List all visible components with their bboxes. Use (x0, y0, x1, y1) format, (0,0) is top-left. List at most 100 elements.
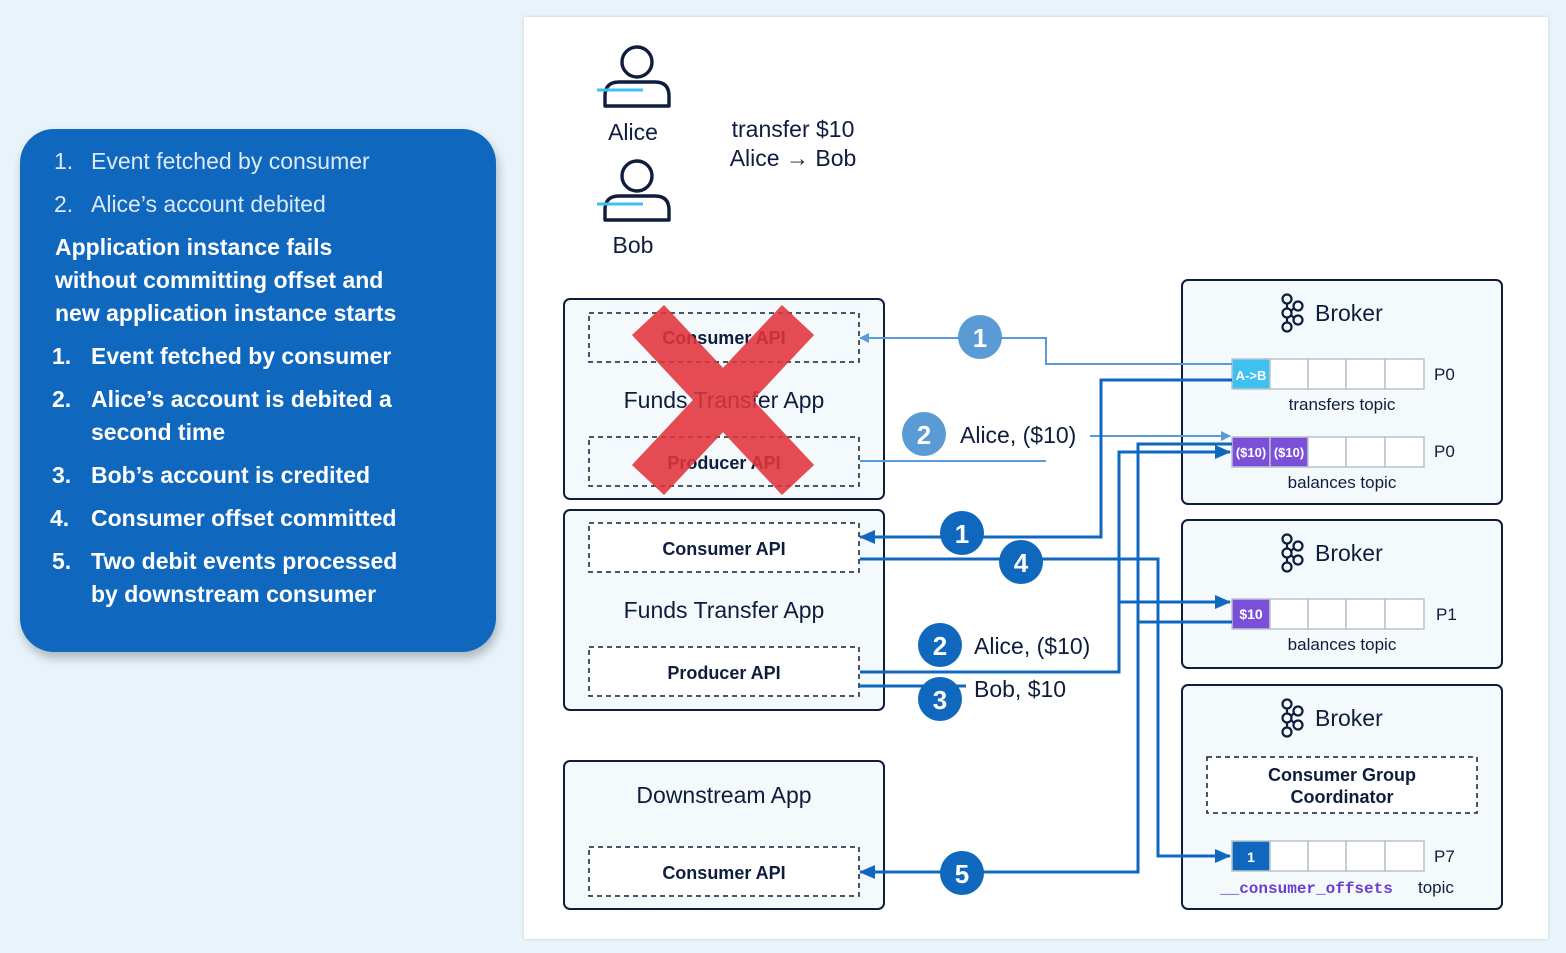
failure-line: without committing offset and (55, 267, 384, 293)
step-badge-active-4: 4 (999, 540, 1043, 584)
balances-topic-log-p0: ($10) ($10) P0 balances topic (1231, 436, 1455, 492)
post-step-5: 5. Two debit events processed by downstr… (52, 545, 397, 607)
failed-fetch-arrow (859, 333, 1232, 365)
log-cell-value: ($10) (1236, 445, 1266, 460)
bob-label: Bob (613, 232, 654, 258)
log-cell (1307, 598, 1347, 630)
active-app-name: Funds Transfer App (624, 597, 825, 623)
active-step3-message: Bob, $10 (974, 676, 1066, 702)
svg-text:5: 5 (955, 859, 969, 889)
broker-1: Broker A->B P0 transfers topic ($10) ($1… (1181, 279, 1503, 505)
partition-label: P0 (1434, 442, 1455, 461)
failed-step2-message: Alice, ($10) (960, 422, 1076, 448)
consumer-group-coordinator-box (1206, 756, 1478, 814)
step-number: 1. (52, 343, 72, 369)
svg-text:4: 4 (1014, 548, 1029, 578)
step-number: 5. (52, 548, 72, 574)
step-badge-downstream-5: 5 (940, 851, 984, 895)
active-consumer-api-box (588, 522, 860, 573)
topic-label: transfers topic (1289, 395, 1396, 414)
coordinator-line-1: Consumer Group (1268, 765, 1416, 785)
log-cell (1345, 598, 1386, 630)
step-number: 2. (52, 386, 72, 412)
steps-panel: 1. Event fetched by consumer (20, 129, 496, 652)
log-cell (1307, 436, 1347, 468)
alice-user-icon (603, 45, 671, 108)
steps-panel-content: 1. Event fetched by consumer 2. Alice’s … (20, 129, 496, 652)
svg-text:1: 1 (973, 323, 987, 353)
downstream-app-name: Downstream App (636, 782, 811, 808)
post-step-2: 2. Alice’s account is debited a second t… (52, 383, 392, 445)
partition-label: P0 (1434, 365, 1455, 384)
svg-text:1: 1 (955, 519, 969, 549)
partition-label: P7 (1434, 847, 1455, 866)
broker-3: Broker Consumer Group Coordinator 1 P7 _… (1181, 684, 1503, 910)
log-cell (1384, 840, 1425, 872)
step-text: Event fetched by consumer (91, 343, 392, 369)
active-step2-message: Alice, ($10) (974, 633, 1090, 659)
active-debit-arrow (860, 445, 1231, 674)
log-cell-value: 1 (1247, 849, 1255, 865)
coordinator-line-2: Coordinator (1291, 787, 1394, 807)
step-number: 4. (50, 505, 70, 531)
log-cell (1345, 840, 1386, 872)
broker-3-title: Broker (1315, 705, 1383, 731)
post-step-4: 4. Consumer offset committed (50, 502, 396, 535)
failure-description: Application instance fails without commi… (55, 231, 396, 330)
downstream-consumer-api-box (588, 846, 860, 897)
step-badge-active-2: 2 (918, 623, 962, 667)
failed-consumer-api-box (588, 312, 860, 363)
log-cell (1269, 840, 1309, 872)
failure-line: new application instance starts (55, 300, 397, 326)
transfer-direction: Alice → Bob (730, 145, 857, 171)
svg-text:2: 2 (917, 420, 931, 450)
log-cell (1231, 436, 1271, 468)
step-badge-failed-2: 2 (902, 412, 946, 456)
active-fetch-arrow (859, 378, 1232, 544)
step-number: 3. (52, 462, 72, 488)
log-cell (1269, 598, 1309, 630)
transfers-topic-log: A->B P0 transfers topic (1231, 358, 1455, 414)
topic-label: balances topic (1288, 635, 1397, 654)
failure-line: Application instance fails (55, 234, 333, 260)
active-flows (859, 378, 1232, 879)
failed-producer-api-box (588, 436, 860, 487)
step-badge-active-1: 1 (940, 511, 984, 555)
broker-2: Broker $10 P1 balances topic (1181, 519, 1503, 669)
consumer-offsets-topic-log: 1 P7 __consumer_offsets topic (1219, 840, 1455, 898)
log-cell (1231, 358, 1271, 390)
alice-user: Alice (597, 45, 671, 145)
topic-label: balances topic (1288, 473, 1397, 492)
log-cell (1384, 358, 1425, 390)
active-consumer-api-label: Consumer API (662, 539, 785, 559)
step-number: 2. (54, 191, 74, 217)
alice-label: Alice (608, 119, 658, 145)
transfer-amount: transfer $10 (732, 116, 855, 142)
broker-2-title: Broker (1315, 540, 1383, 566)
topic-label: topic (1418, 878, 1454, 897)
active-producer-api-label: Producer API (667, 663, 780, 683)
pre-step-1: 1. Event fetched by consumer (54, 145, 370, 178)
bob-user: Bob (597, 159, 671, 258)
svg-text:3: 3 (933, 685, 947, 715)
log-cell (1269, 358, 1309, 390)
step-badge-active-3: 3 (918, 677, 962, 721)
broker-1-title: Broker (1315, 300, 1383, 326)
log-cell (1345, 358, 1386, 390)
step-text: Event fetched by consumer (91, 148, 370, 174)
active-funds-transfer-app: Consumer API Funds Transfer App Producer… (563, 509, 885, 711)
log-cell-value: ($10) (1274, 445, 1304, 460)
post-step-3: 3. Bob’s account is credited (52, 459, 370, 492)
balances-topic-log-p1: $10 P1 balances topic (1231, 598, 1457, 654)
downstream-consumer-api-label: Consumer API (662, 863, 785, 883)
step-text: second time (91, 419, 226, 445)
step-text: Alice’s account debited (91, 191, 326, 217)
failed-funds-transfer-app: Consumer API Funds Transfer App Producer… (563, 298, 885, 500)
post-step-1: 1. Event fetched by consumer (52, 340, 391, 373)
bob-user-icon (603, 159, 671, 222)
svg-text:2: 2 (933, 631, 947, 661)
step-badge-failed-1: 1 (958, 315, 1002, 359)
downstream-fetch-arrow (859, 442, 1232, 879)
downstream-app: Downstream App Consumer API (563, 760, 885, 910)
